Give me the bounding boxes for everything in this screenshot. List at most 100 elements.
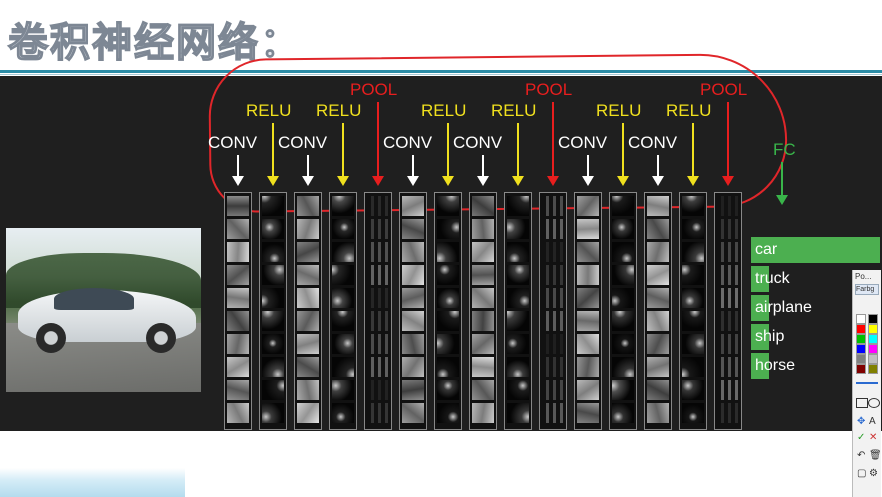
tool-check-icon[interactable]: ✓ xyxy=(857,432,866,443)
feature-map xyxy=(227,265,249,285)
feature-map xyxy=(542,403,564,423)
feature-map xyxy=(507,196,529,216)
feature-map xyxy=(297,403,319,423)
tool-settings-icon[interactable]: ⚙ xyxy=(869,468,878,479)
toolbox-title: Po... xyxy=(855,272,872,281)
feature-map xyxy=(367,265,389,285)
feature-map xyxy=(262,219,284,239)
feature-map xyxy=(577,196,599,216)
feature-map xyxy=(612,265,634,285)
color-swatch[interactable] xyxy=(868,364,878,374)
tool-line[interactable] xyxy=(856,382,878,384)
feature-map xyxy=(577,403,599,423)
color-swatch[interactable] xyxy=(856,324,866,334)
feature-map xyxy=(367,196,389,216)
feature-map xyxy=(507,380,529,400)
color-swatch[interactable] xyxy=(856,344,866,354)
tool-ellipse[interactable] xyxy=(868,398,880,408)
pool-label-10: POOL xyxy=(525,80,573,99)
tool-text-icon[interactable]: A xyxy=(869,416,876,427)
conv-label-8: CONV xyxy=(453,133,503,152)
tool-rectangle[interactable] xyxy=(856,398,868,408)
feature-map xyxy=(647,242,669,262)
feature-map xyxy=(507,265,529,285)
feature-map xyxy=(542,357,564,377)
feature-map xyxy=(577,357,599,377)
feature-map xyxy=(472,311,494,331)
feature-map-column-10 xyxy=(539,192,567,430)
feature-map xyxy=(542,219,564,239)
color-swatch[interactable] xyxy=(856,334,866,344)
toolbox-tab-color[interactable]: Farbg xyxy=(855,284,879,295)
feature-map xyxy=(367,334,389,354)
feature-map xyxy=(297,380,319,400)
color-swatch[interactable] xyxy=(868,324,878,334)
feature-map xyxy=(262,242,284,262)
class-label: airplane xyxy=(755,299,812,316)
tool-move-icon[interactable]: ✥ xyxy=(857,416,866,427)
feature-map-column-7 xyxy=(434,192,462,430)
feature-map xyxy=(542,334,564,354)
conv-arrow-3 xyxy=(302,155,314,186)
feature-map xyxy=(472,334,494,354)
feature-map xyxy=(332,288,354,308)
feature-map xyxy=(402,242,424,262)
feature-map xyxy=(717,288,739,308)
feature-map xyxy=(472,219,494,239)
feature-map xyxy=(717,265,739,285)
relu-label-14: RELU xyxy=(666,101,712,120)
drawing-toolbox: Po... Farbg ✥ A ✓ ✕ ↶ 🗑 ▢ ⚙ xyxy=(852,270,882,497)
feature-map xyxy=(332,311,354,331)
fc-label: FC xyxy=(773,140,796,159)
feature-map xyxy=(542,311,564,331)
input-car-image xyxy=(6,228,201,392)
feature-map xyxy=(437,380,459,400)
relu-arrow-2 xyxy=(267,123,279,186)
color-swatch[interactable] xyxy=(856,364,866,374)
feature-map xyxy=(682,242,704,262)
tool-delete-icon[interactable]: 🗑 xyxy=(869,450,882,461)
car-window xyxy=(54,288,134,310)
feature-map xyxy=(297,242,319,262)
feature-map xyxy=(367,242,389,262)
tool-save-icon[interactable]: ▢ xyxy=(857,468,867,479)
feature-map xyxy=(682,357,704,377)
feature-map xyxy=(332,242,354,262)
color-swatch[interactable] xyxy=(856,354,866,364)
feature-map xyxy=(437,311,459,331)
tool-undo-icon[interactable]: ↶ xyxy=(857,450,866,461)
feature-map-column-15 xyxy=(714,192,742,430)
feature-map-column-11 xyxy=(574,192,602,430)
color-swatch[interactable] xyxy=(868,334,878,344)
feature-map xyxy=(612,380,634,400)
feature-map xyxy=(297,265,319,285)
feature-map-column-5 xyxy=(364,192,392,430)
color-swatch[interactable] xyxy=(868,344,878,354)
color-swatch[interactable] xyxy=(868,314,878,324)
feature-map xyxy=(472,403,494,423)
feature-map-column-4 xyxy=(329,192,357,430)
feature-map xyxy=(402,196,424,216)
relu-label-12: RELU xyxy=(596,101,642,120)
color-swatch[interactable] xyxy=(856,314,866,324)
tool-close-icon[interactable]: ✕ xyxy=(869,432,878,443)
feature-map xyxy=(472,357,494,377)
relu-label-7: RELU xyxy=(421,101,467,120)
pool-arrow-15 xyxy=(722,102,734,186)
feature-map xyxy=(437,265,459,285)
feature-map xyxy=(717,403,739,423)
feature-map xyxy=(717,334,739,354)
class-label: truck xyxy=(755,270,790,287)
feature-map xyxy=(402,357,424,377)
feature-map xyxy=(647,334,669,354)
feature-map-column-8 xyxy=(469,192,497,430)
class-score-ship: ship xyxy=(751,324,784,350)
feature-map xyxy=(647,219,669,239)
feature-map xyxy=(437,334,459,354)
feature-map xyxy=(402,311,424,331)
feature-map xyxy=(297,288,319,308)
feature-map xyxy=(437,196,459,216)
color-swatch[interactable] xyxy=(868,354,878,364)
conv-arrow-8 xyxy=(477,155,489,186)
feature-map xyxy=(612,403,634,423)
